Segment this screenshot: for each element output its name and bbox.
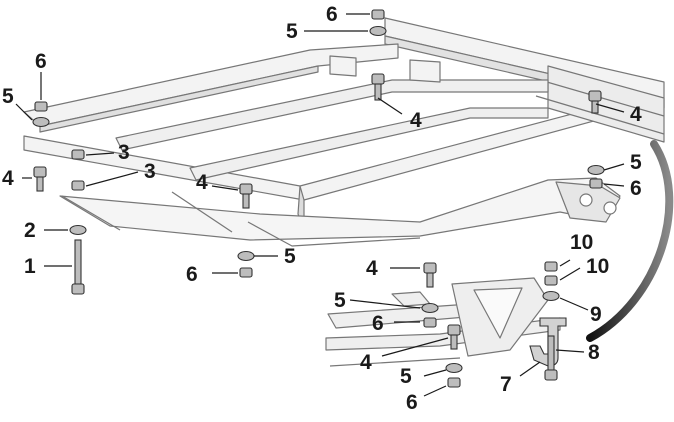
- washer-2: [69, 224, 87, 236]
- callout-part-4-centre-bolt: 4: [410, 109, 422, 132]
- callout-part-6-mid-nut: 6: [186, 263, 198, 286]
- callout-part-1-bolt: 1: [24, 255, 36, 278]
- washer-5-top: [369, 25, 387, 37]
- left-frame-rail: [23, 43, 399, 127]
- bolt-4-middle-head: [239, 183, 253, 195]
- nut-6-lower: [423, 317, 437, 328]
- callout-part-5-lower-washer: 5: [334, 289, 346, 312]
- callout-part-10-upper-nut: 10: [570, 231, 594, 254]
- callout-part-5-mid-washer: 5: [284, 245, 296, 268]
- callout-part-4-lower-bolt: 4: [366, 257, 378, 280]
- callout-part-6-left-nut: 6: [35, 50, 47, 73]
- callout-part-3-upper-nut: 3: [118, 141, 130, 164]
- nut-6-mid: [239, 267, 253, 278]
- nut-6-top: [371, 9, 385, 20]
- callout-part-6-bottom-nut: 6: [406, 391, 418, 414]
- rear-box-section: [547, 65, 665, 143]
- bolt-4-lower-head: [423, 262, 437, 274]
- washer-5-left: [32, 116, 50, 128]
- nut-3-upper: [71, 149, 85, 160]
- callout-part-6-right-nut: 6: [630, 177, 642, 200]
- nut-6-bottom: [447, 377, 461, 388]
- frame-assembly: [23, 17, 665, 367]
- nut-3-lower: [71, 180, 85, 191]
- bolt-8-head: [544, 369, 558, 381]
- callout-part-4-right-bolt: 4: [630, 103, 642, 126]
- bolt-1-head: [71, 283, 85, 295]
- callout-part-9-washer: 9: [590, 303, 602, 326]
- washer-5-right: [587, 164, 605, 176]
- callout-part-2-washer: 2: [24, 219, 36, 242]
- callout-part-5-right-washer: 5: [630, 151, 642, 174]
- nut-6-left: [34, 101, 48, 112]
- washer-5-lower: [421, 302, 439, 314]
- washer-5-mid: [237, 250, 255, 262]
- callout-part-5-left-washer: 5: [2, 85, 14, 108]
- bolt-4-centre-head: [371, 73, 385, 85]
- bolt-1-shaft: [74, 239, 82, 285]
- callout-part-6-top-nut: 6: [326, 3, 338, 26]
- washer-9: [542, 290, 560, 302]
- inner-rail-upper: [115, 79, 549, 151]
- inner-rail-lower: [189, 107, 549, 181]
- hardware-parts: [32, 9, 605, 388]
- leader-lines: [15, 13, 625, 397]
- callout-part-5-bottom-washer: 5: [400, 365, 412, 388]
- callout-part-4-middle-bolt: 4: [196, 171, 208, 194]
- callout-part-4-bottom-bolt: 4: [360, 351, 372, 374]
- detail-callout-arc: [586, 140, 674, 342]
- bolt-4-bottom-head: [447, 324, 461, 336]
- washer-5-bottom: [445, 362, 463, 374]
- callout-part-4-left-bolt: 4: [2, 167, 14, 190]
- bolt-8-shaft: [547, 335, 555, 371]
- bolt-4-left-head: [33, 166, 47, 178]
- callout-part-7-u-bracket: 7: [500, 373, 512, 396]
- callout-part-6-lower-nut: 6: [372, 312, 384, 335]
- callout-part-5-top-washer: 5: [286, 20, 298, 43]
- nut-6-right: [589, 178, 603, 189]
- callout-part-10-lower-nut: 10: [586, 255, 610, 278]
- bolt-4-right-head: [588, 90, 602, 102]
- callout-part-3-lower-nut: 3: [144, 160, 156, 183]
- nut-10-lower: [544, 275, 558, 286]
- callout-part-8-bolt: 8: [588, 341, 600, 364]
- nut-10-upper: [544, 261, 558, 272]
